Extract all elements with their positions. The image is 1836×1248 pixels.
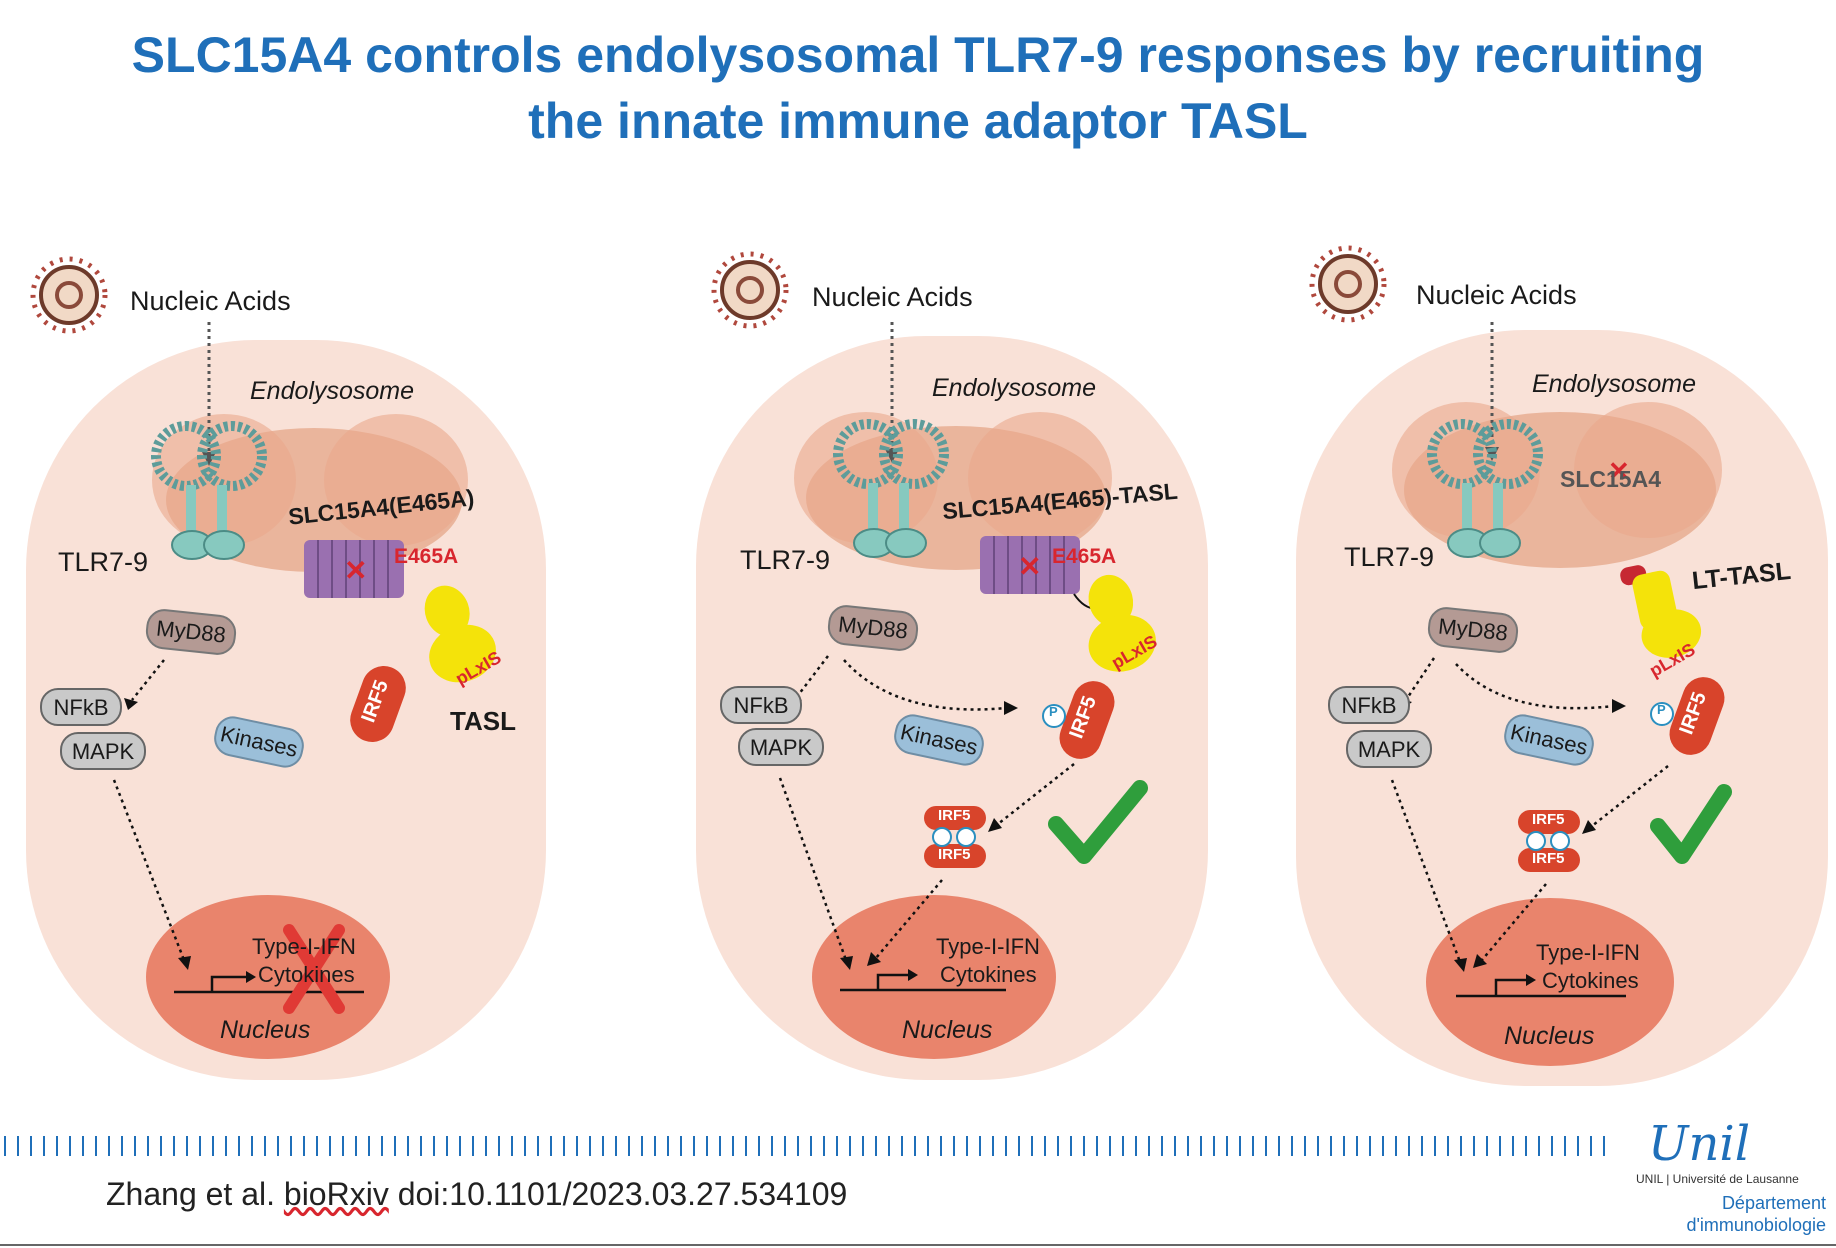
cytokines-label: Cytokines	[1542, 968, 1639, 993]
myd88-irf5-arrow	[843, 659, 1007, 711]
mutation-label: E465A	[394, 545, 459, 568]
nfkb-box: NFkB	[40, 688, 122, 726]
nfkb-box: NFkB	[720, 686, 802, 724]
tlr-label: TLR7-9	[1344, 542, 1435, 572]
irf5-dimer-top-label: IRF5	[1532, 811, 1565, 828]
tlr-receptor-icon	[1427, 419, 1543, 558]
mapk-nucleus-arrow	[1390, 779, 1462, 963]
mapk-box: MAPK	[738, 728, 824, 766]
nucleus-label: Nucleus	[902, 1016, 993, 1044]
citation-doi: doi:10.1101/2023.03.27.534109	[388, 1176, 848, 1212]
department-line-1: Département	[1721, 1193, 1826, 1213]
endolysosome-label: Endolysosome	[250, 377, 414, 405]
irf5-protein	[350, 666, 406, 742]
cytokines-label: Cytokines	[258, 962, 355, 987]
page-title: SLC15A4 controls endolysosomal TLR7-9 re…	[0, 22, 1836, 154]
citation: Zhang et al. bioRxiv doi:10.1101/2023.03…	[106, 1176, 847, 1213]
title-line-1: SLC15A4 controls endolysosomal TLR7-9 re…	[131, 27, 1705, 83]
mapk-nucleus-arrow	[778, 777, 848, 961]
citation-authors: Zhang et al.	[106, 1176, 284, 1212]
phospho-icon	[1042, 704, 1066, 728]
promoter-arrow	[876, 973, 908, 990]
type-ifn-label: Type-I-IFN	[936, 934, 1040, 959]
tlr-receptor-icon	[151, 421, 267, 560]
mapk-box: MAPK	[1346, 730, 1432, 768]
virus-icon	[711, 251, 789, 329]
nucleus-label: Nucleus	[220, 1016, 311, 1044]
mutation-label: E465A	[1052, 545, 1117, 568]
title-line-2: the innate immune adaptor TASL	[528, 93, 1308, 149]
tasl-protein-icon	[1088, 574, 1156, 672]
citation-journal: bioRxiv	[283, 1176, 389, 1212]
dimer-nucleus-arrow	[1481, 883, 1547, 961]
slc-label: SLC15A4	[1560, 466, 1661, 492]
phospho-label: P	[1049, 704, 1058, 719]
mapk-box: MAPK	[60, 732, 146, 770]
panel-slc15a4-mutant: ✕ Nucleic Acids Endolysosome TLR7-9 SLC1…	[14, 240, 604, 1100]
endolysosome-label: Endolysosome	[1532, 370, 1696, 398]
virus-icon	[1309, 245, 1387, 323]
irf5-dimer-top-label: IRF5	[938, 807, 971, 824]
tlr-label: TLR7-9	[58, 547, 149, 577]
irf5-protein	[1059, 681, 1115, 759]
tlr-receptor-icon	[833, 419, 949, 558]
phospho-icon	[1650, 702, 1674, 726]
department-label: Département d'immunobiologie	[1676, 1192, 1826, 1236]
type-ifn-label: Type-I-IFN	[252, 934, 356, 959]
panel-slc15a4-tasl-fusion: ✕ Nucleic Acids Endolysosome TLR7-9 SL	[696, 240, 1286, 1100]
nucleic-acids-label: Nucleic Acids	[130, 286, 291, 316]
type-ifn-label: Type-I-IFN	[1536, 940, 1640, 965]
tasl-protein-icon	[424, 585, 496, 683]
irf5-protein	[1669, 677, 1725, 755]
department-line-2: d'immunobiologie	[1686, 1215, 1826, 1235]
irf5-dimer-arrow	[997, 763, 1075, 825]
lt-tasl-protein-icon	[1620, 565, 1702, 658]
slc15a4-transporter-icon: ✕	[980, 536, 1103, 610]
myd88-nfkb-arrow	[795, 655, 829, 699]
bottom-rule	[0, 1244, 1836, 1246]
check-icon	[1650, 784, 1732, 864]
myd88-nfkb-arrow	[131, 659, 165, 701]
panel-1-drawing: ✕	[26, 256, 546, 1080]
nfkb-box: NFkB	[1328, 686, 1410, 724]
nucleus	[1426, 898, 1674, 1066]
slc15a4-transporter-icon: ✕	[304, 540, 404, 598]
panel-3-drawing: ✕	[1296, 245, 1828, 1086]
endolysosome-label: Endolysosome	[932, 374, 1096, 402]
promoter-arrow	[210, 975, 246, 992]
irf5-dimer-bottom-label: IRF5	[938, 846, 971, 863]
cross-icon	[283, 924, 345, 1014]
unil-logo: Unil	[1648, 1116, 1751, 1172]
panel-lt-tasl: ✕ Nucleic Acids Endolysosome TLR7-9 SLC1…	[1296, 240, 1836, 1100]
decorative-tick-rule	[0, 1134, 1610, 1158]
svg-text:✕: ✕	[344, 555, 367, 586]
nucleus	[812, 895, 1056, 1059]
virus-icon	[30, 256, 108, 334]
unil-logo-caption: UNIL | Université de Lausanne	[1636, 1172, 1799, 1186]
myd88-nfkb-arrow	[1404, 657, 1436, 701]
tlr-label: TLR7-9	[740, 545, 831, 575]
irf5-dimer-icon	[924, 806, 986, 868]
irf5-dimer-arrow	[1591, 765, 1669, 827]
nucleic-acids-label: Nucleic Acids	[812, 282, 973, 312]
phospho-label: P	[1657, 702, 1666, 717]
promoter-arrow	[1494, 978, 1526, 996]
dimer-nucleus-arrow	[875, 879, 943, 959]
panel-2-drawing: ✕	[696, 251, 1208, 1080]
irf5-dimer-bottom-label: IRF5	[1532, 850, 1565, 867]
slc-cross-icon: ✕	[1608, 456, 1630, 486]
irf5-dimer-icon	[1518, 810, 1580, 872]
nucleic-acids-label: Nucleic Acids	[1416, 280, 1577, 310]
cytokines-label: Cytokines	[940, 962, 1037, 987]
svg-text:✕: ✕	[1018, 551, 1041, 582]
tasl-label: TASL	[450, 706, 516, 736]
check-icon	[1048, 780, 1148, 864]
nucleus-label: Nucleus	[1504, 1022, 1595, 1050]
